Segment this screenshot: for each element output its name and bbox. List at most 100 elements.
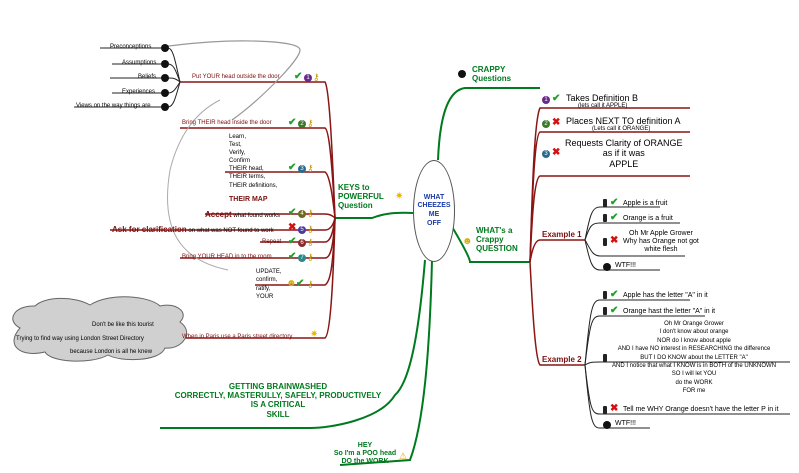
crappy-questions-topic[interactable]: CRAPPY Questions [472, 65, 512, 84]
checkmark-icon: ✔ [610, 289, 619, 300]
key-icon: ⚷ [307, 237, 314, 247]
clarity-text[interactable]: Requests Clarity of ORANGE as if it was … [565, 138, 683, 169]
bullet-icon [161, 89, 169, 97]
cross-icon: ✖ [552, 147, 561, 158]
experiences-item[interactable]: Experiences [122, 89, 156, 95]
example-2-orange[interactable]: Orange hast the letter "A" in it [623, 308, 716, 315]
checkmark-icon: ✔ [296, 278, 305, 289]
smiley-icon: ☻ [286, 278, 297, 289]
traffic-light-icon [603, 307, 607, 315]
smiley-icon: ☻ [462, 236, 473, 247]
key-icon: ⚷ [307, 118, 314, 128]
idea-star-icon: ✷ [395, 191, 404, 202]
assumptions-item[interactable]: Assumptions [122, 60, 157, 66]
bullet-icon [603, 263, 611, 271]
checkmark-icon: ✔ [288, 236, 297, 247]
traffic-light-icon [603, 354, 607, 362]
cross-icon: ✖ [610, 403, 619, 414]
checkmark-icon: ✔ [610, 305, 619, 316]
traffic-light-icon [603, 199, 607, 207]
cloud-line-1: Don't be like this tourist [92, 322, 154, 328]
cross-icon: ✖ [288, 222, 297, 233]
learn-test-verify[interactable]: Learn, Test, Verify, Confirm THEIR head,… [229, 134, 278, 189]
accept-label: Accept [205, 210, 232, 219]
priority-3-icon: 3 [298, 165, 306, 173]
priority-2-icon: 2 [298, 120, 306, 128]
key-icon: ⚷ [313, 72, 320, 82]
bullet-icon [161, 44, 169, 52]
key-icon: ⚷ [307, 252, 314, 262]
preconceptions-item[interactable]: Preconceptions [110, 44, 152, 50]
their-map[interactable]: THEIR MAP [229, 196, 268, 203]
bullet-icon [161, 60, 169, 68]
ask-for-clarification[interactable]: Ask for clarification on what was NOT fo… [112, 225, 274, 235]
checkmark-icon: ✔ [288, 162, 297, 173]
central-topic-label: WHAT CHEEZES ME OFF [417, 193, 451, 227]
example-1-apple[interactable]: Apple is a fruit [623, 200, 668, 207]
checkmark-icon: ✔ [552, 93, 561, 104]
keys-topic[interactable]: KEYS to POWERFUL Question [338, 183, 384, 211]
priority-1-icon: 1 [542, 96, 550, 104]
checkmark-icon: ✔ [288, 207, 297, 218]
checkmark-icon: ✔ [610, 212, 619, 223]
cloud-line-2: Trying to find way using London Street D… [16, 336, 144, 342]
example-2-wtf[interactable]: WTF!!! [615, 420, 636, 427]
checkmark-icon: ✔ [288, 251, 297, 262]
priority-1-icon: 1 [304, 74, 312, 82]
repeat-item[interactable]: Repeat [262, 239, 282, 245]
example-2-label[interactable]: Example 2 [542, 355, 582, 364]
example-1-label[interactable]: Example 1 [542, 230, 582, 239]
priority-6-icon: 6 [298, 239, 306, 247]
key-icon: ⚷ [307, 279, 314, 289]
put-your-head-outside[interactable]: Put YOUR head outside the door [192, 74, 280, 80]
priority-3-icon: 3 [542, 150, 550, 158]
bullet-icon [161, 103, 169, 111]
when-in-paris[interactable]: When in Paris use a Paris street directo… [182, 334, 293, 340]
brainwashed-topic[interactable]: GETTING BRAINWASHED CORRECTLY, MASTERULL… [174, 382, 382, 419]
ask-rest: on what was NOT found to work [186, 228, 274, 234]
checkmark-icon: ✔ [294, 71, 303, 82]
views-item[interactable]: Views on the way things are [76, 103, 151, 109]
definition-b-text[interactable]: Takes Definition B [566, 93, 639, 103]
bullet-icon [458, 70, 466, 78]
traffic-light-icon [603, 291, 607, 299]
definition-a-text[interactable]: Places NEXT TO definition A [566, 116, 681, 126]
checkmark-icon: ✔ [288, 117, 297, 128]
definition-a-note: (Lets call it ORANGE) [592, 126, 651, 132]
example-1-orange[interactable]: Orange is a fruit [623, 215, 673, 222]
priority-2-icon: 2 [542, 120, 550, 128]
priority-7-icon: 7 [298, 254, 306, 262]
central-topic[interactable]: WHAT CHEEZES ME OFF [413, 160, 455, 262]
example-1-wtf[interactable]: WTF!!! [615, 262, 636, 269]
bring-your-head-in[interactable]: Bring YOUR HEAD in to the room [182, 254, 272, 260]
update-confirm-ratify[interactable]: UPDATE, confirm, ratify, YOUR [256, 269, 282, 301]
example-1-question[interactable]: Oh Mr Apple Grower Why has Orange not go… [623, 230, 699, 254]
accept-rest: what found works [231, 213, 281, 219]
key-icon: ⚷ [307, 224, 314, 234]
cross-icon: ✖ [552, 117, 561, 128]
priority-4-icon: 4 [298, 210, 306, 218]
example-2-apple[interactable]: Apple has the letter "A" in it [623, 292, 708, 299]
bullet-icon [603, 421, 611, 429]
key-icon: ⚷ [307, 163, 314, 173]
definition-b-note: (lets call it APPLE) [578, 103, 628, 109]
warning-icon: ⚠ [399, 451, 408, 461]
example-2-tell-me[interactable]: Tell me WHY Orange doesn't have the lett… [623, 406, 779, 413]
traffic-light-icon [603, 238, 607, 246]
accept-what-works[interactable]: Accept what found works [205, 210, 280, 220]
priority-5-icon: 5 [298, 226, 306, 234]
example-2-monologue[interactable]: Oh Mr Orange Grower I don't know about o… [612, 321, 777, 395]
hey-topic[interactable]: HEY So I'm a POO head DO the WORK [333, 442, 397, 466]
cloud-line-3: because London is all he knew [70, 349, 153, 355]
traffic-light-icon [603, 214, 607, 222]
whats-crappy-question-topic[interactable]: WHAT's a Crappy QUESTION [476, 226, 518, 254]
bring-their-head-inside[interactable]: Bring THEIR head inside the door [182, 120, 272, 126]
ask-label: Ask for clarification [112, 225, 187, 234]
cross-icon: ✖ [610, 235, 619, 246]
bullet-icon [161, 74, 169, 82]
traffic-light-icon [603, 406, 607, 414]
beliefs-item[interactable]: Beliefs [138, 74, 157, 80]
idea-star-icon: ✷ [310, 329, 319, 340]
key-icon: ⚷ [307, 208, 314, 218]
